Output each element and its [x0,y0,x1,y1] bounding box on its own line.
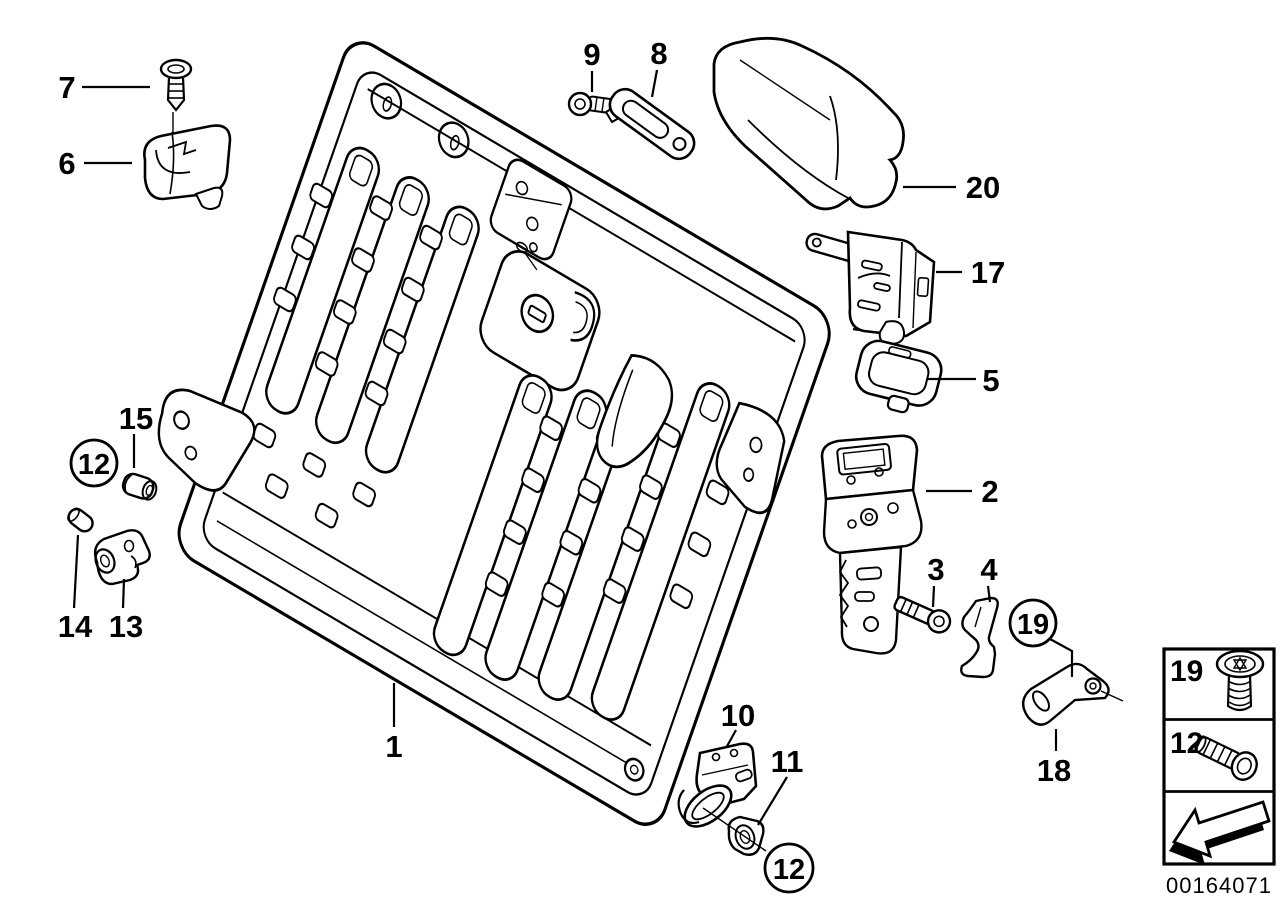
callout-5[interactable]: 5 [982,363,999,398]
callout-2[interactable]: 2 [981,474,998,509]
frame-top-hole-left [370,82,403,120]
callout-13[interactable]: 13 [109,609,143,644]
callout-12-circled-left[interactable]: 12 [69,438,119,488]
direction-arrow-icon [1169,800,1271,865]
frame-left-mount [157,388,256,492]
callout-9[interactable]: 9 [583,37,600,72]
callout-15[interactable]: 15 [119,401,153,436]
part-20-armrest-pad [712,36,905,211]
frame-slats-upper [265,146,480,474]
frame-center-latch-housing [479,241,601,392]
callout-14[interactable]: 14 [58,609,93,644]
legend: 19 12 [1162,647,1276,866]
part-5-cover [854,339,943,414]
frame-top-hole-right [437,121,470,159]
legend-row-19[interactable]: 19 [1170,649,1265,712]
socket-bolt-icon [1194,735,1258,781]
part-10-bracket [677,742,758,828]
callout-19-circled[interactable]: 19 [1008,598,1074,677]
callout-6[interactable]: 6 [58,146,75,181]
svg-text:12: 12 [78,449,110,481]
part-7-screw [159,58,193,112]
callout-12-circled-bottom[interactable]: 12 [763,842,815,894]
callout-17[interactable]: 17 [971,255,1005,290]
torx-screw-icon [1215,649,1265,712]
frame-bottom-pivot [623,757,645,782]
callout-3[interactable]: 3 [927,552,944,587]
legend-row-arrow [1169,800,1271,865]
part-15-bushing [121,472,158,501]
svg-text:19: 19 [1017,609,1049,641]
part-11-grommet [727,815,765,856]
callout-10[interactable]: 10 [721,698,755,733]
callout-11[interactable]: 11 [771,744,804,779]
legend-row-12[interactable]: 12 [1170,727,1261,784]
part-3-bolt [893,595,952,634]
part-6-clip [143,124,232,210]
callouts: 7 6 9 8 20 17 5 2 3 4 1 10 11 15 14 13 1 [58,36,1074,894]
part-13-bracket [93,529,151,586]
frame-belt-flap [595,354,674,469]
callout-18[interactable]: 18 [1037,753,1071,788]
axis-bracket10-grommet11 [702,807,767,852]
part-4-bracket [960,596,999,679]
svg-text:19: 19 [1170,655,1203,688]
callout-7[interactable]: 7 [58,70,75,105]
part-14-pin [67,507,94,533]
callout-1[interactable]: 1 [385,729,402,764]
part-8-latch [604,87,696,161]
part-2-latch-mechanism [820,434,923,655]
diagram-id: 00164071 [1166,873,1272,898]
part-backrest-frame [157,41,831,826]
part-18-lever [1022,662,1124,726]
callout-8[interactable]: 8 [650,36,667,71]
frame-right-mount [715,401,786,515]
part-17-bracket [805,230,936,346]
frame-headrest-bracket [489,158,573,261]
callout-20[interactable]: 20 [966,170,1000,205]
svg-text:12: 12 [773,854,805,886]
callout-4[interactable]: 4 [980,552,998,587]
